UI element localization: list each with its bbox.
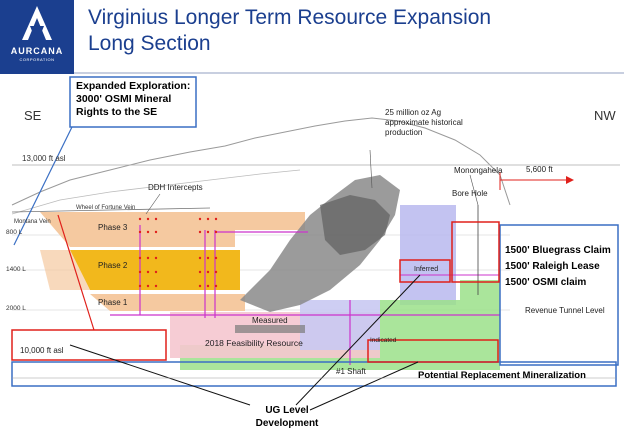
lilac-zone (400, 205, 456, 305)
direction-se: SE (24, 108, 42, 123)
ug-leader-3 (309, 361, 419, 411)
indicated-red-box (367, 339, 499, 363)
southeast-target-box (11, 329, 167, 361)
page-title: Virginius Longer Term Resource Expansion (88, 6, 492, 29)
topography-lower (11, 169, 301, 215)
phase3-block (40, 212, 305, 247)
feasibility-zone-lilac (300, 300, 380, 350)
level-2000-label: 2000 L (6, 305, 26, 312)
inferred-label: Inferred (414, 266, 439, 273)
ddh-leader (145, 193, 161, 215)
logo-mark-icon (22, 6, 52, 40)
topography-outline (11, 117, 511, 206)
monongahela-label: Monongahela (454, 166, 503, 175)
claims-line3: 1500' OSMI claim (505, 277, 587, 288)
se-leader-blue (13, 126, 73, 246)
ddh-intercepts (138, 217, 218, 288)
historical-workings-2 (320, 195, 390, 255)
claims-red-box (451, 221, 500, 283)
ug-leader-2 (295, 274, 421, 406)
wheel-of-fortune-label: Wheel of Fortune Vein (76, 205, 136, 211)
replacement-label: Potential Replacement Mineralization (418, 370, 586, 381)
bore-hole-leader (469, 174, 479, 206)
phase2-block (70, 250, 240, 290)
distance-label: 5,600 ft (526, 165, 553, 174)
bore-hole-label: Bore Hole (452, 189, 488, 198)
measured-stope (235, 325, 305, 333)
distance-arrow-head (566, 176, 574, 184)
indicated-label: Indicated (370, 337, 397, 344)
wheel-of-fortune-vein (11, 207, 211, 213)
company-logo: AURCANA CORPORATION (0, 0, 74, 74)
elevation-10000-label: 10,000 ft asl (20, 346, 64, 355)
claims-line2: 1500' Raleigh Lease (505, 261, 600, 272)
page-subtitle: Long Section (88, 32, 211, 55)
level-1400-label: 1400 L (6, 266, 26, 273)
phase2-orange-left (40, 250, 90, 290)
elevation-13000-label: 13,000 ft asl (22, 154, 66, 163)
production-leader (369, 149, 373, 189)
production-note: 25 million oz Ag approximate historical … (385, 108, 463, 137)
logo-name: AURCANA (10, 46, 64, 56)
direction-nw: NW (594, 108, 616, 123)
historical-workings (240, 175, 400, 312)
phase1-label: Phase 1 (98, 298, 128, 307)
ddh-intercepts-label: DDH Intercepts (148, 183, 203, 192)
inferred-red-box (399, 259, 451, 283)
slide-header: AURCANA CORPORATION Virginius Longer Ter… (0, 0, 624, 74)
phase2-label: Phase 2 (98, 261, 128, 270)
header-divider (74, 72, 624, 74)
se-leader-red (57, 214, 95, 331)
measured-label: Measured (252, 316, 288, 325)
expanded-exploration-box (69, 76, 197, 128)
claims-line1: 1500' Bluegrass Claim (505, 245, 611, 256)
ug-leader-1 (69, 344, 251, 406)
phase1-block (90, 294, 245, 311)
montana-vein-label: Montana Vein (14, 219, 51, 225)
claims-box (499, 224, 619, 366)
expanded-exploration-label: Expanded Exploration: 3000' OSMI Mineral… (76, 80, 191, 118)
feasibility-label: 2018 Feasibility Resource (205, 338, 303, 348)
phase3-label: Phase 3 (98, 223, 128, 232)
shaft-label: #1 Shaft (336, 367, 366, 376)
level-800-label: 800 L (6, 229, 23, 236)
ug-level-label: UG Level Development (255, 405, 319, 429)
revenue-tunnel-label: Revenue Tunnel Level (525, 306, 605, 315)
logo-subtitle: CORPORATION (19, 57, 55, 62)
